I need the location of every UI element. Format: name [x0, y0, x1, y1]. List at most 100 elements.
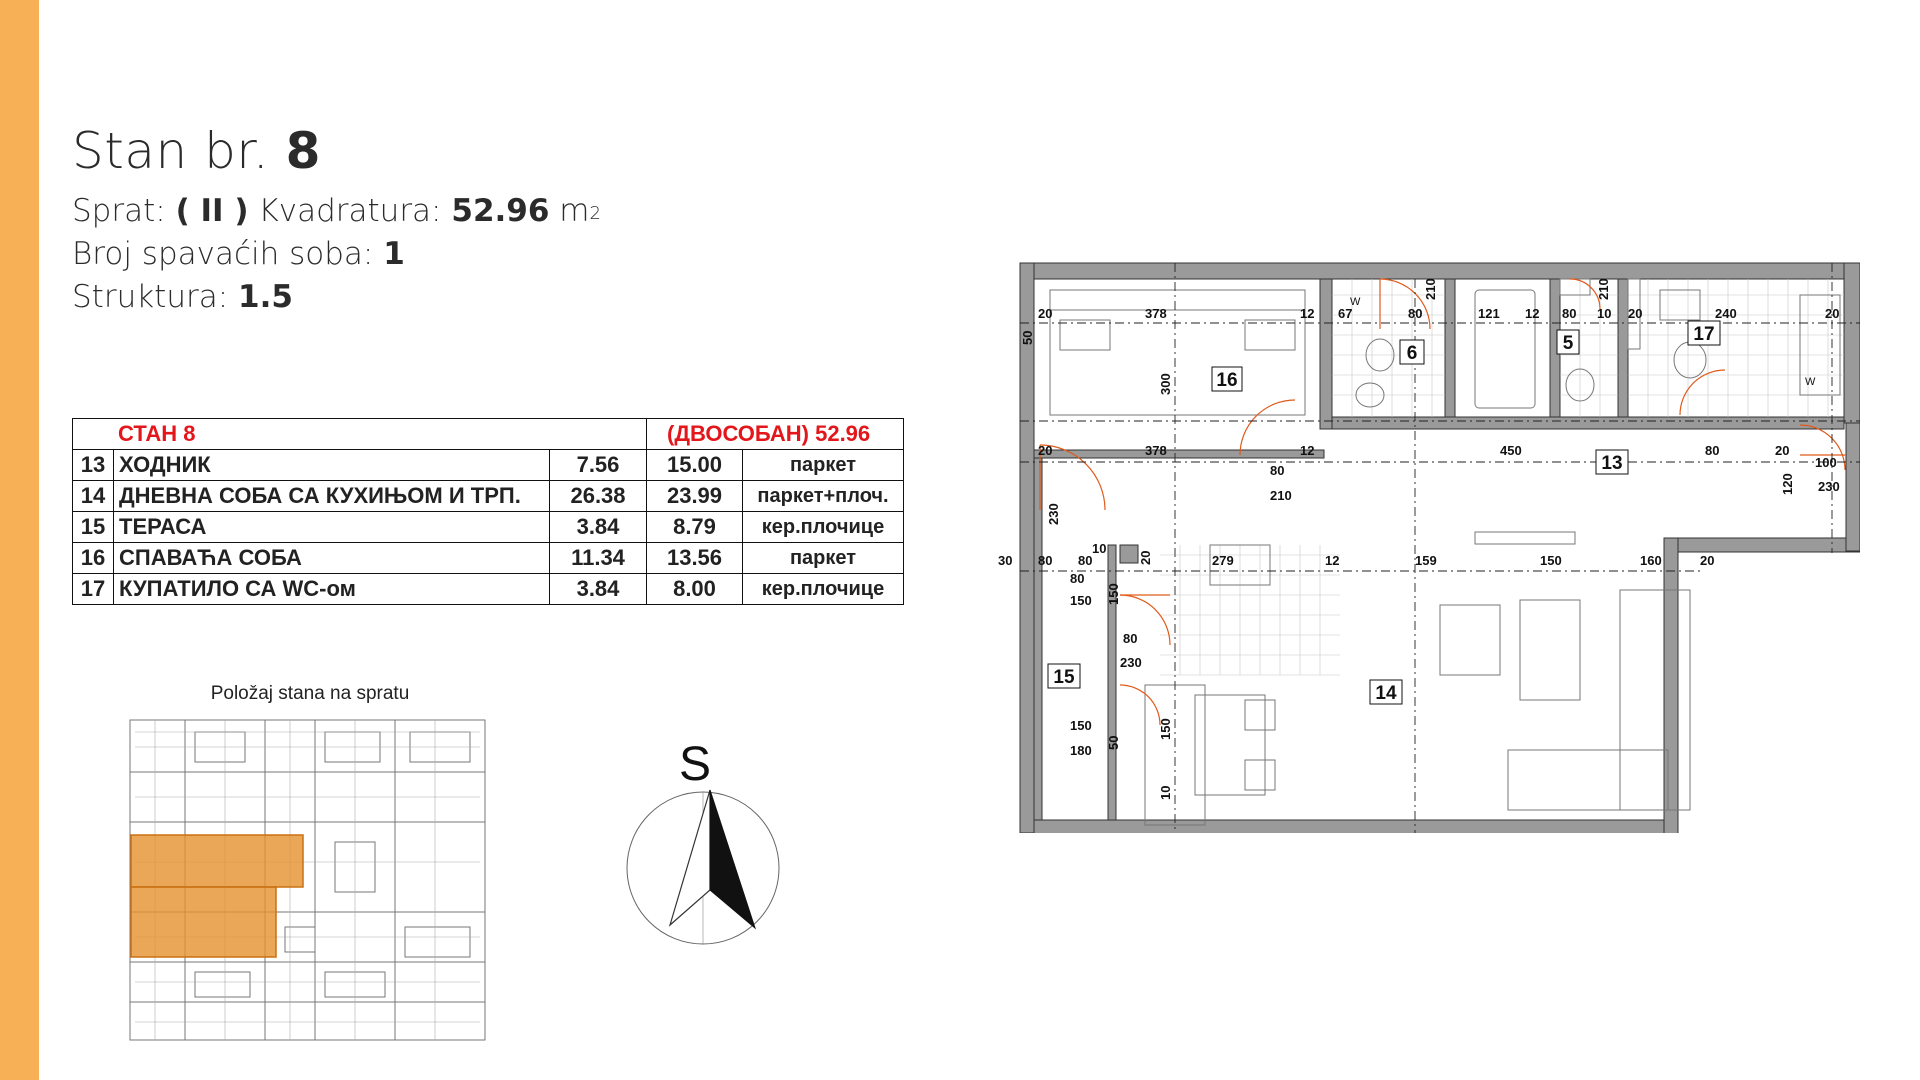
area-label: Kvadratura: — [258, 193, 442, 229]
svg-text:20: 20 — [1700, 553, 1714, 568]
room-value: 23.99 — [646, 480, 743, 512]
table-row: 16 СПАВАЋА СОБА 11.34 13.56 паркет — [72, 542, 904, 574]
svg-text:300: 300 — [1158, 373, 1173, 395]
room-area: 7.56 — [549, 449, 647, 481]
room-flooring: кер.плочице — [742, 511, 904, 543]
svg-text:210: 210 — [1423, 278, 1438, 300]
room-value: 13.56 — [646, 542, 743, 574]
apartment-highlight-upper — [130, 834, 304, 888]
compass-needle-light — [668, 789, 711, 927]
accent-bar — [0, 0, 39, 1080]
table-head-left: СТАН 8 — [72, 418, 647, 450]
room-label-17: 17 — [1693, 324, 1714, 345]
table-row: 15 ТЕРАСА 3.84 8.79 кер.плочице — [72, 511, 904, 543]
svg-text:10: 10 — [1158, 786, 1173, 800]
room-area: 3.84 — [549, 511, 647, 543]
table-row: 13 ХОДНИК 7.56 15.00 паркет — [72, 449, 904, 481]
room-value: 8.00 — [646, 573, 743, 605]
svg-text:20: 20 — [1038, 306, 1052, 321]
svg-text:100: 100 — [1815, 455, 1837, 470]
table-header-row: СТАН 8 (ДВОСОБАН) 52.96 — [72, 418, 904, 450]
structure-line: Struktura: 1.5 — [72, 276, 601, 319]
bedrooms-value: 1 — [383, 236, 405, 272]
title-prefix: Stan br. — [72, 122, 270, 180]
room-flooring: паркет+плоч. — [742, 480, 904, 512]
compass-south-label: S — [679, 738, 711, 791]
structure-value: 1.5 — [238, 279, 293, 315]
svg-text:W: W — [1805, 376, 1816, 388]
floor-plan: 20 378 12 67 80 210 121 12 80 210 10 20 … — [998, 262, 1860, 833]
room-flooring: паркет — [742, 542, 904, 574]
svg-text:80: 80 — [1270, 463, 1284, 478]
room-name: ТЕРАСА — [113, 511, 550, 543]
svg-text:50: 50 — [1020, 331, 1035, 345]
room-area: 26.38 — [549, 480, 647, 512]
room-label-13: 13 — [1601, 453, 1622, 474]
room-area-table: СТАН 8 (ДВОСОБАН) 52.96 13 ХОДНИК 7.56 1… — [72, 418, 904, 605]
svg-text:12: 12 — [1325, 553, 1339, 568]
svg-text:378: 378 — [1145, 443, 1167, 458]
svg-text:230: 230 — [1120, 655, 1142, 670]
area-value: 52.96 — [451, 193, 550, 229]
svg-text:230: 230 — [1046, 503, 1061, 525]
row-number: 17 — [72, 573, 114, 605]
bedrooms-label: Broj spavaćih soba: — [72, 236, 374, 272]
svg-text:150: 150 — [1540, 553, 1562, 568]
area-unit: m — [559, 193, 590, 229]
svg-text:12: 12 — [1300, 306, 1314, 321]
compass-needle-dark — [709, 789, 757, 930]
room-name: ХОДНИК — [113, 449, 550, 481]
room-name: ДНЕВНА СОБА СА КУХИЊОМ И ТРП. — [113, 480, 550, 512]
svg-text:12: 12 — [1525, 306, 1539, 321]
svg-text:210: 210 — [1270, 488, 1292, 503]
svg-text:67: 67 — [1338, 306, 1352, 321]
svg-text:80: 80 — [1070, 571, 1084, 586]
svg-text:50: 50 — [1106, 736, 1121, 750]
svg-text:12: 12 — [1300, 443, 1314, 458]
svg-text:20: 20 — [1825, 306, 1839, 321]
svg-text:30: 30 — [998, 553, 1012, 568]
svg-text:80: 80 — [1038, 553, 1052, 568]
apartment-number: 8 — [285, 122, 321, 180]
svg-text:240: 240 — [1715, 306, 1737, 321]
room-label-15: 15 — [1053, 667, 1075, 688]
room-name: КУПАТИЛО СА WC-ом — [113, 573, 550, 605]
structure-label: Struktura: — [72, 279, 229, 315]
table-row: 14 ДНЕВНА СОБА СА КУХИЊОМ И ТРП. 26.38 2… — [72, 480, 904, 512]
svg-text:20: 20 — [1628, 306, 1642, 321]
room-label-16: 16 — [1216, 370, 1237, 391]
svg-text:210: 210 — [1596, 278, 1611, 300]
svg-text:W: W — [1350, 296, 1361, 308]
floor-area-line: Sprat: ( II ) Kvadratura: 52.96 m2 — [72, 190, 601, 233]
row-number: 14 — [72, 480, 114, 512]
area-unit-sup: 2 — [589, 203, 601, 224]
svg-text:230: 230 — [1818, 479, 1840, 494]
svg-text:80: 80 — [1705, 443, 1719, 458]
svg-text:180: 180 — [1070, 743, 1092, 758]
svg-text:160: 160 — [1640, 553, 1662, 568]
svg-text:20: 20 — [1038, 443, 1052, 458]
compass: S — [626, 738, 780, 945]
svg-text:10: 10 — [1092, 541, 1106, 556]
room-value: 8.79 — [646, 511, 743, 543]
room-label-14: 14 — [1375, 683, 1397, 704]
room-flooring: кер.плочице — [742, 573, 904, 605]
svg-text:20: 20 — [1775, 443, 1789, 458]
row-number: 16 — [72, 542, 114, 574]
position-label: Položaj stana na spratu — [210, 683, 410, 704]
svg-text:378: 378 — [1145, 306, 1167, 321]
table-head-right: (ДВОСОБАН) 52.96 — [646, 418, 904, 450]
svg-text:450: 450 — [1500, 443, 1522, 458]
apartment-highlight-lower — [130, 886, 277, 958]
svg-text:80: 80 — [1078, 553, 1092, 568]
svg-text:150: 150 — [1158, 718, 1173, 740]
room-area: 3.84 — [549, 573, 647, 605]
room-area: 11.34 — [549, 542, 647, 574]
room-flooring: паркет — [742, 449, 904, 481]
svg-text:20: 20 — [1138, 551, 1153, 565]
svg-text:80: 80 — [1408, 306, 1422, 321]
svg-text:150: 150 — [1106, 583, 1121, 605]
room-value: 15.00 — [646, 449, 743, 481]
room-label-6: 6 — [1407, 343, 1418, 364]
floor-position-map — [129, 719, 486, 1041]
